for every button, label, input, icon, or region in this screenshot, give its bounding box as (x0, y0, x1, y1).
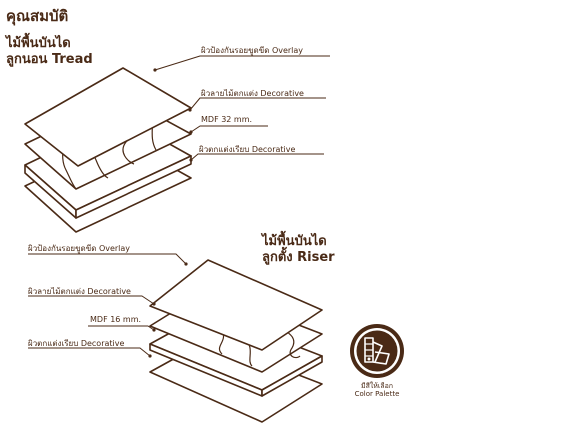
riser-leader-4 (28, 347, 151, 357)
tread-leader-3 (190, 125, 268, 133)
tread-label-decorative: ผิวลายไม้ตกแต่ง Decorative (201, 89, 304, 98)
riser-leader-3 (88, 325, 155, 331)
color-palette-icon (350, 324, 404, 378)
riser-label-decorative: ผิวลายไม้ตกแต่ง Decorative (28, 287, 131, 296)
riser-label-smooth: ผิวตกแต่งเรียบ Decorative (28, 339, 125, 348)
riser-leader-2 (28, 295, 155, 305)
tread-label-overlay: ผิวป้องกันรอยขูดขีด Overlay (201, 46, 304, 55)
page-heading: คุณสมบัติ (6, 7, 69, 25)
riser-dot-1 (184, 262, 188, 266)
riser-title-line1: ไม้พื้นบันได (262, 234, 327, 249)
tread-title: ไม้พื้นบันได ลูกนอน Tread (6, 36, 93, 68)
riser-label-overlay: ผิวป้องกันรอยขูดขีด Overlay (28, 244, 131, 253)
riser-dot-2 (152, 302, 156, 306)
riser-label-mdf: MDF 16 mm. (90, 315, 142, 324)
tread-label-smooth: ผิวตกแต่งเรียบ Decorative (199, 145, 296, 154)
riser-dot-3 (152, 328, 156, 332)
tread-leader-1 (154, 55, 330, 71)
tread-title-line1: ไม้พื้นบันได (6, 36, 71, 51)
tread-overlay-layer (24, 67, 192, 167)
riser-mdf-core-edge-front (261, 355, 323, 397)
color-palette-caption-line1: มีสีให้เลือก (360, 382, 394, 390)
tread-exploded-diagram (24, 67, 192, 233)
riser-leaders (28, 253, 187, 357)
riser-title: ไม้พื้นบันได ลูกตั้ง Riser (262, 234, 335, 266)
tread-leader-2 (189, 97, 326, 111)
tread-leader-4 (190, 153, 324, 161)
tread-dot-3 (189, 130, 193, 134)
tread-dot-2 (188, 108, 192, 112)
riser-overlay-layer (149, 259, 323, 351)
tread-dot-4 (189, 158, 193, 162)
color-palette-caption-line2: Color Palette (354, 390, 400, 398)
tread-dot-1 (153, 68, 157, 72)
tread-leaders (154, 55, 330, 161)
tread-label-mdf: MDF 32 mm. (201, 115, 253, 124)
riser-exploded-diagram (149, 259, 323, 423)
color-palette-caption: มีสีให้เลือก Color Palette (342, 382, 412, 398)
riser-title-line2: ลูกตั้ง Riser (262, 250, 335, 265)
tread-title-line2: ลูกนอน Tread (6, 52, 93, 67)
riser-leader-1 (28, 253, 187, 265)
tread-mdf-core-edge-front (75, 155, 192, 219)
riser-dot-4 (148, 354, 152, 358)
